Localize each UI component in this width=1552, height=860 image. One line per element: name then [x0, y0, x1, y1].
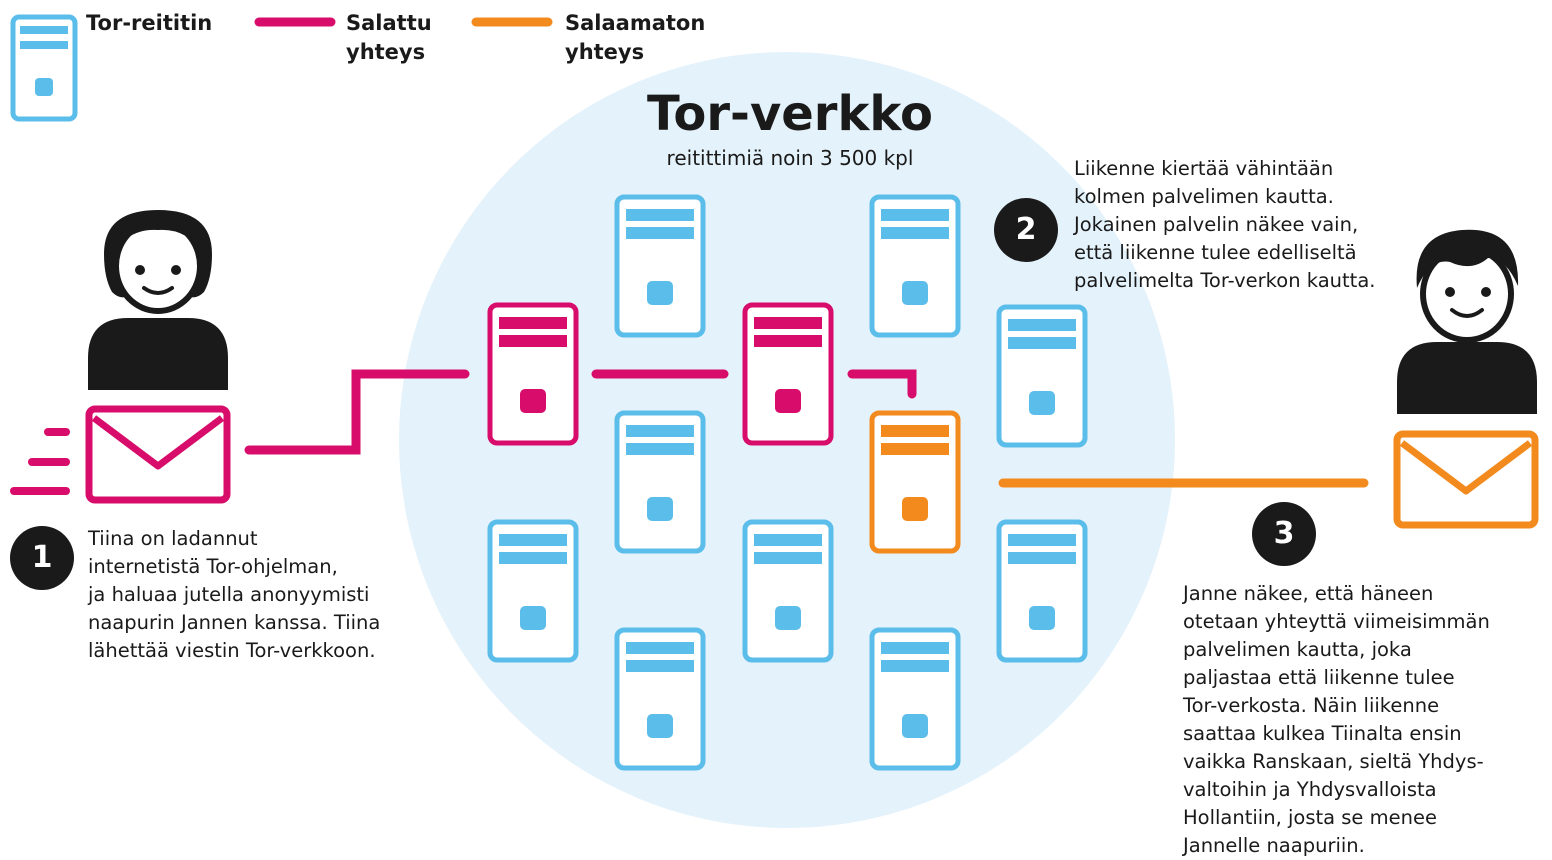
router-icon — [614, 410, 706, 554]
router-icon — [869, 194, 961, 338]
legend-router-label: Tor-reititin — [86, 11, 213, 35]
step-2-line: Liikenne kiertää vähintään — [1074, 157, 1334, 180]
router-icon-encrypted — [487, 302, 579, 446]
step-3-line: Tor-verkosta. Näin liikenne — [1183, 694, 1440, 717]
legend-unencrypted-label: Salaamaton yhteys — [565, 9, 705, 67]
step-3-line: saattaa kulkea Tiinalta ensin — [1183, 722, 1462, 745]
step-1-line: ja haluaa jutella anonyymisti — [88, 583, 370, 606]
step-3-line: Jannelle naapuriin. — [1183, 834, 1365, 857]
router-icon-exit — [869, 410, 961, 554]
legend-unencrypted-label-line2: yhteys — [565, 40, 645, 64]
step-1-text: Tiina on ladannut internetistä Tor-ohjel… — [88, 525, 380, 665]
step-3-text: Janne näkee, että häneen otetaan yhteytt… — [1183, 580, 1490, 860]
person-icon-janne — [1397, 229, 1537, 414]
router-icon — [742, 519, 834, 663]
step-1-line: naapurin Jannen kanssa. Tiina — [88, 611, 381, 634]
step-3-badge: 3 — [1252, 502, 1316, 566]
step-3-line: paljastaa että liikenne tulee — [1183, 666, 1455, 689]
step-2-line: palvelimelta Tor-verkon kautta. — [1074, 269, 1376, 292]
router-icon — [487, 519, 579, 663]
step-3-line: otetaan yhteyttä viimeisimmän — [1183, 610, 1490, 633]
step-1-badge: 1 — [10, 526, 74, 590]
step-1-line: lähettää viestin Tor-verkkoon. — [88, 639, 376, 662]
legend-encrypted-label-line1: Salattu — [346, 11, 432, 35]
step-1-line: Tiina on ladannut — [88, 527, 258, 550]
router-icon — [614, 627, 706, 771]
step-3-line: Janne näkee, että häneen — [1183, 582, 1434, 605]
legend-encrypted-label-line2: yhteys — [346, 40, 426, 64]
router-icon-encrypted — [742, 302, 834, 446]
envelope-icon-sender — [10, 405, 231, 504]
legend-unencrypted-label-line1: Salaamaton — [565, 11, 706, 35]
router-icon — [869, 627, 961, 771]
legend-encrypted-label: Salattu yhteys — [346, 9, 432, 67]
step-1-line: internetistä Tor-ohjelman, — [88, 555, 338, 578]
step-3-line: Hollantiin, josta se menee — [1183, 806, 1437, 829]
step-3-line: palvelimen kautta, joka — [1183, 638, 1412, 661]
step-3-line: valtoihin ja Yhdysvalloista — [1183, 778, 1437, 801]
network-title: Tor-verkko — [647, 86, 933, 142]
router-icon — [996, 304, 1088, 448]
step-2-badge: 2 — [994, 198, 1058, 262]
step-3-line: vaikka Ranskaan, sieltä Yhdys- — [1183, 750, 1484, 773]
step-2-line: että liikenne tulee edelliseltä — [1074, 241, 1357, 264]
person-icon-tiina — [88, 210, 228, 390]
envelope-icon-receiver — [1393, 430, 1539, 529]
router-icon — [996, 519, 1088, 663]
step-2-line: Jokainen palvelin näkee vain, — [1074, 213, 1359, 236]
step-2-line: kolmen palvelimen kautta. — [1074, 185, 1334, 208]
legend-router-icon — [10, 14, 78, 122]
network-subtitle: reitittimiä noin 3 500 kpl — [666, 146, 914, 170]
encrypted-connection — [244, 369, 917, 455]
step-2-text: Liikenne kiertää vähintään kolmen palvel… — [1074, 155, 1375, 295]
router-icon — [614, 194, 706, 338]
